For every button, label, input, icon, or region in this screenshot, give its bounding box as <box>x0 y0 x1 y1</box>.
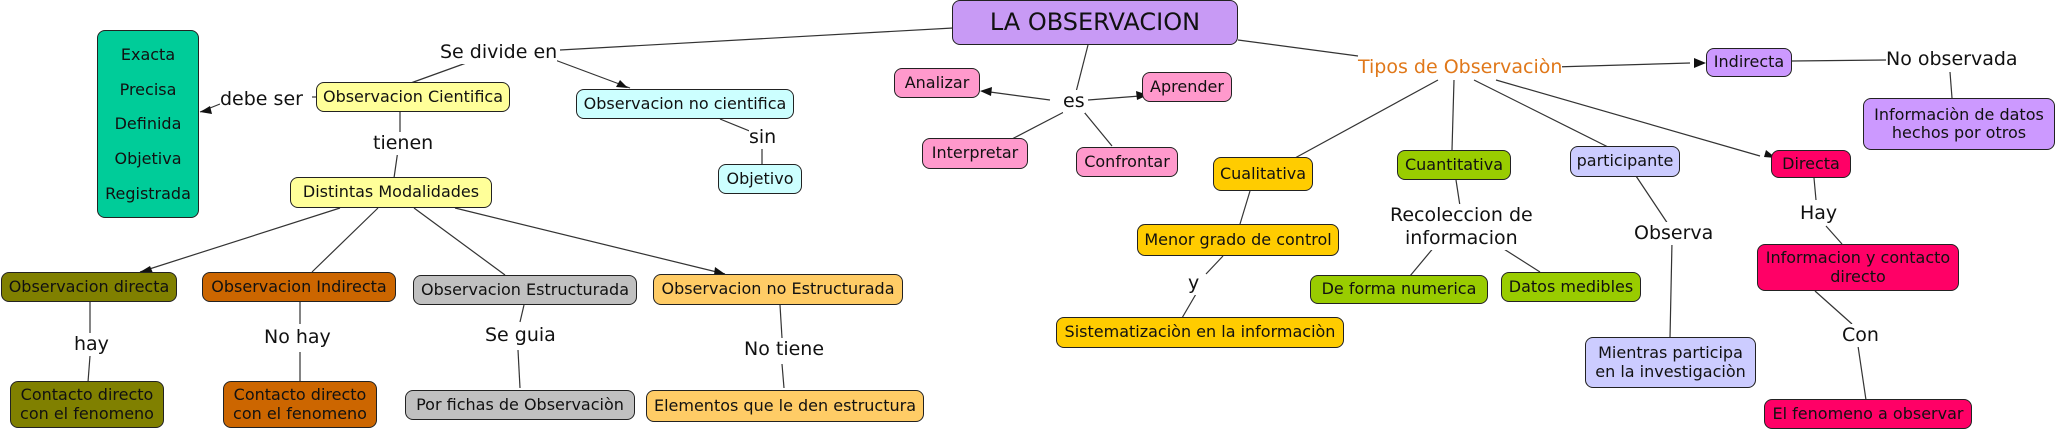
label-no-tiene: No tiene <box>744 338 825 361</box>
node-forma-numerica: De forma numerica <box>1310 275 1488 304</box>
node-info-datos-otros: Informaciòn de datos hechos por otros <box>1863 98 2055 150</box>
node-info-contacto-directo: Informacion y contacto directo <box>1757 244 1959 291</box>
node-objetivo: Objetivo <box>718 164 802 194</box>
quality-item: Exacta <box>120 44 176 64</box>
label-tienen: tienen <box>373 132 434 155</box>
qualities-list: Exacta Precisa Definida Objetiva Registr… <box>97 30 199 218</box>
node-mientras-participa: Mientras participa en la investigaciòn <box>1585 337 1756 388</box>
label-observa: Observa <box>1634 222 1714 245</box>
quality-item: Precisa <box>119 79 177 99</box>
node-fichas-observacion: Por fichas de Observaciòn <box>405 390 635 420</box>
label-hay: hay <box>74 333 109 356</box>
node-directa: Directa <box>1771 150 1851 178</box>
node-observacion-directa: Observacion directa <box>1 272 177 302</box>
label-hay-directa: Hay <box>1800 202 1838 225</box>
node-indirecta: Indirecta <box>1706 48 1792 77</box>
label-debe-ser: debe ser <box>220 88 303 111</box>
node-contacto-directo: Contacto directo con el fenomeno <box>10 381 164 428</box>
quality-item: Objetiva <box>114 149 182 169</box>
label-con: Con <box>1842 324 1879 347</box>
label-recoleccion-informacion: Recoleccion de informacion <box>1390 204 1533 250</box>
node-sistematizacion: Sistematizaciòn en la informaciòn <box>1056 317 1344 348</box>
label-y: y <box>1188 272 1200 295</box>
node-contacto-indirecto: Contacto directo con el fenomeno <box>223 381 377 428</box>
node-analizar: Analizar <box>894 68 980 98</box>
node-participante: participante <box>1570 146 1680 177</box>
node-elementos-estructura: Elementos que le den estructura <box>646 390 924 422</box>
node-observacion-no-cientifica: Observacion no cientifica <box>576 89 794 119</box>
quality-item: Registrada <box>105 184 191 204</box>
main-title-node: LA OBSERVACION <box>952 0 1238 45</box>
node-fenomeno-observar: El fenomeno a observar <box>1764 399 1972 429</box>
label-es: es <box>1063 90 1085 113</box>
label-no-hay: No hay <box>264 326 331 349</box>
node-distintas-modalidades: Distintas Modalidades <box>290 177 492 208</box>
node-observacion-no-estructurada: Observacion no Estructurada <box>653 274 903 305</box>
label-se-divide-en: Se divide en <box>440 41 558 64</box>
node-aprender: Aprender <box>1142 72 1232 102</box>
node-datos-medibles: Datos medibles <box>1501 272 1641 302</box>
node-observacion-cientifica: Observacion Cientifica <box>316 82 510 112</box>
node-interpretar: Interpretar <box>922 138 1028 169</box>
node-cuantitativa: Cuantitativa <box>1397 150 1511 180</box>
label-no-observada: No observada <box>1886 48 2018 71</box>
label-sin: sin <box>749 126 777 149</box>
label-tipos-observacion: Tipos de Observaciòn <box>1358 56 1563 79</box>
quality-item: Definida <box>114 114 182 134</box>
node-confrontar: Confrontar <box>1076 147 1178 177</box>
node-menor-grado-control: Menor grado de control <box>1137 224 1339 256</box>
node-observacion-indirecta: Observacion Indirecta <box>202 272 396 302</box>
label-se-guia: Se guia <box>485 324 556 347</box>
node-observacion-estructurada: Observacion Estructurada <box>413 275 637 305</box>
node-cualitativa: Cualitativa <box>1213 157 1313 191</box>
